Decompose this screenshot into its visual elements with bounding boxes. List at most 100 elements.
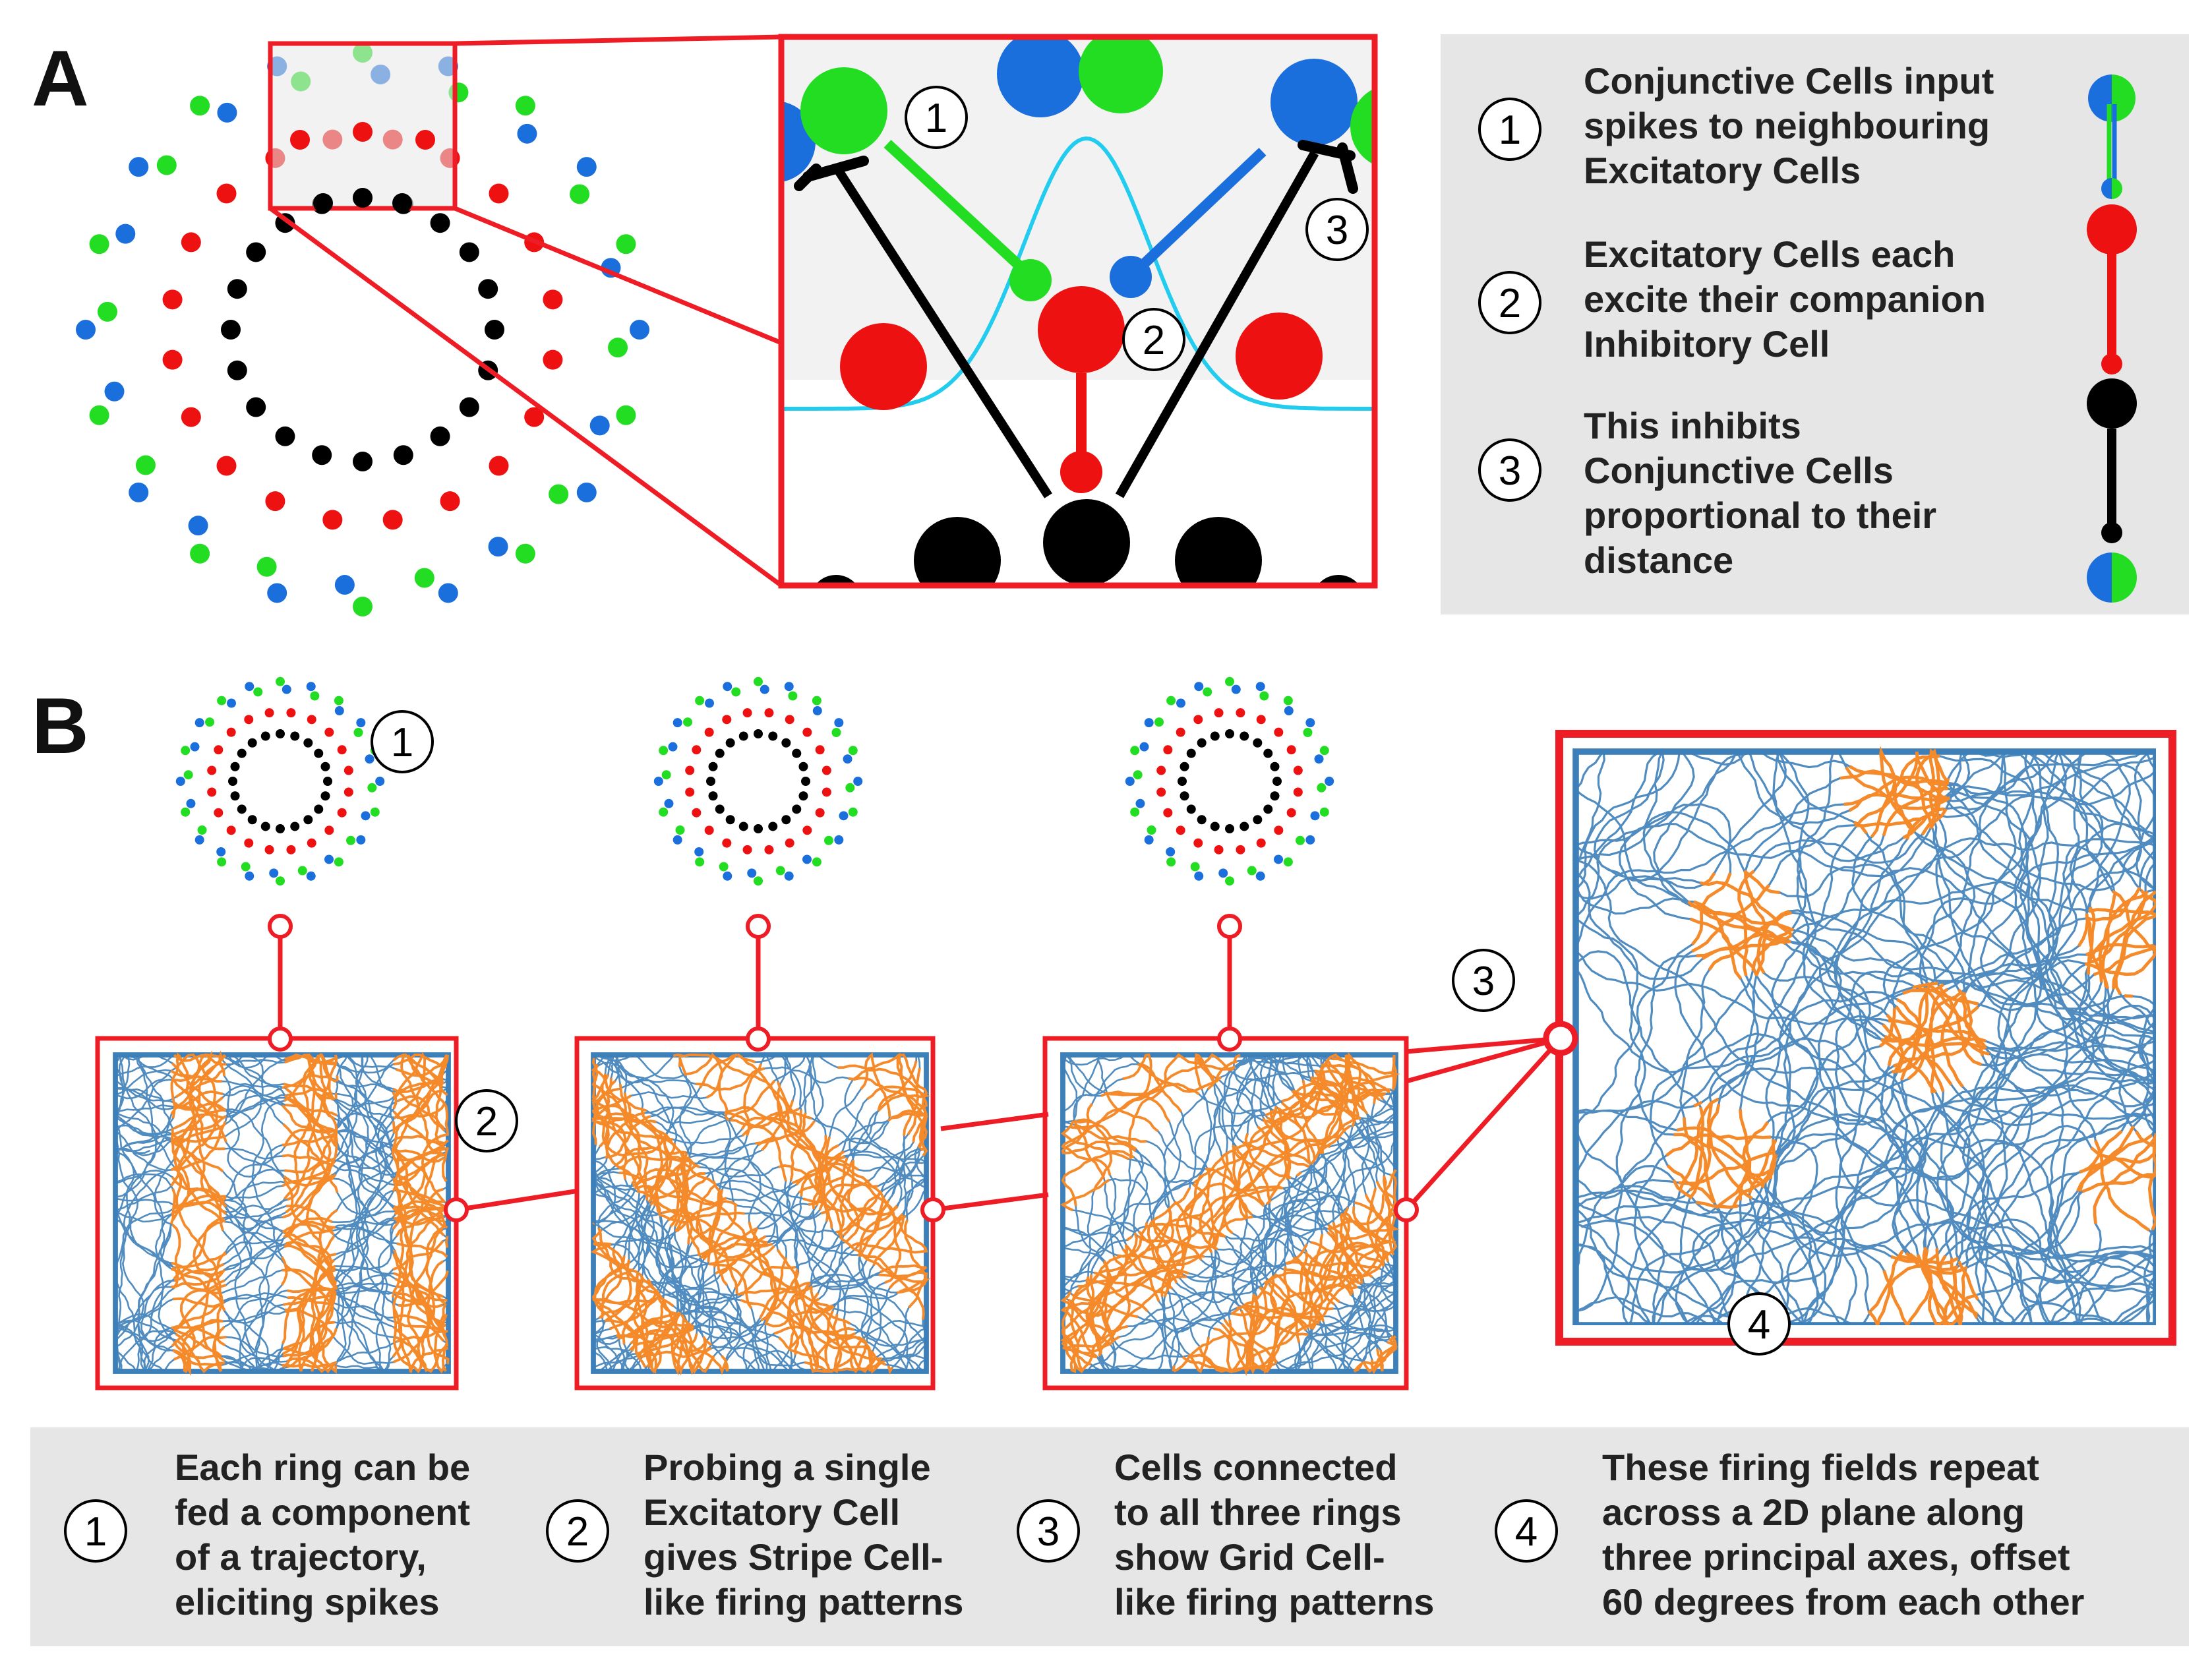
conjunctive-cell-dot (310, 691, 320, 701)
zoom-connector-right (454, 206, 783, 345)
legend-number-badge: 3 (1017, 1499, 1080, 1563)
b-badge-4: 4 (1727, 1292, 1791, 1356)
conjunctive-cell-dot (1130, 746, 1140, 756)
conjunctive-cell-dot (1255, 871, 1265, 881)
conjunctive-cell-dot (784, 871, 794, 881)
excitatory-cell-dot (214, 808, 224, 818)
inhibitory-cell-dot (1210, 821, 1220, 831)
stripe-cell-plot-antidiagonal (1042, 1036, 1409, 1390)
conjunctive-cell-dot (1166, 857, 1176, 867)
excitatory-cell-dot (264, 708, 274, 718)
conjunctive-cell-dot (190, 742, 200, 752)
inhibitory-cell-dot (725, 738, 735, 748)
b-badge-2: 2 (455, 1089, 518, 1152)
conjunctive-cell-dot (89, 405, 109, 425)
inhibitory-cell-dot (247, 738, 257, 748)
excitatory-cell-dot (344, 787, 353, 797)
zoom-connector-bottom (268, 206, 783, 587)
conjunctive-cell-dot (245, 682, 254, 692)
conjunctive-cell-dot (1259, 691, 1269, 701)
conjunctive-cell-dot (345, 835, 355, 845)
conjunctive-cell-dot (848, 746, 858, 756)
conjunctive-cell-dot (156, 155, 177, 175)
inhibitory-terminal-left (794, 156, 869, 191)
inhibitory-cell-dot (1272, 777, 1282, 786)
legend-a-pathway (2087, 75, 2137, 603)
conjunctive-cell-dot (1194, 871, 1204, 881)
excitatory-cell-dot (307, 838, 316, 848)
conjunctive-cell-dot (1305, 718, 1315, 728)
legend-b-text: across a 2D plane along (1602, 1491, 2025, 1533)
conjunctive-cell-dot (812, 696, 822, 705)
inhibitory-cell-dot (430, 213, 450, 233)
conjunctive-cell-dot (324, 854, 334, 864)
inhibitory-cell-dot (1225, 729, 1234, 738)
conjunctive-cell-dot (282, 684, 291, 694)
inhibitory-cell-dot (485, 320, 504, 340)
inhibitory-cell-dot (430, 426, 450, 446)
excitatory-cell-dot (226, 825, 236, 835)
legend-b-text: show Grid Cell- (1114, 1536, 1385, 1578)
legend-a-text: spikes to neighbouring (1584, 105, 1990, 146)
inhibitory-cell-dot (303, 738, 313, 748)
conjunctive-cell-dot (1133, 770, 1143, 780)
conjunctive-cell-dot (175, 777, 185, 786)
small-ring-network (175, 676, 385, 886)
inhibitory-cell-dot (708, 791, 718, 801)
conjunctive-cell-dot (653, 777, 663, 786)
legend-a-text: Conjunctive Cells (1584, 450, 1894, 491)
panel-b-connectors (278, 930, 1563, 1212)
conjunctive-cell-green (1079, 37, 1163, 113)
conjunctive-cell-dot (683, 717, 693, 727)
excitatory-cell-dot (226, 727, 236, 737)
svg-text:4: 4 (1748, 1302, 1770, 1348)
small-ring-network (1125, 676, 1334, 886)
conjunctive-cell-dot (723, 682, 732, 692)
conjunctive-cell-dot (839, 811, 849, 821)
excitatory-cell-dot (415, 130, 435, 150)
excitatory-cell-dot (244, 715, 254, 725)
conjunctive-cell-dot (245, 871, 254, 881)
conjunctive-cell-dot (1139, 742, 1149, 752)
conjunctive-cell-dot (181, 807, 191, 817)
excitatory-cell-dot (1256, 838, 1266, 848)
svg-text:2: 2 (566, 1509, 589, 1555)
inhibitory-cell (914, 517, 1001, 585)
inhibitory-cell-dot (392, 193, 412, 213)
conjunctive-cell-dot (217, 696, 227, 705)
zoom-region-dots (290, 122, 435, 213)
inhibitory-cell-dot (768, 821, 778, 831)
conjunctive-cell-dot (205, 717, 215, 727)
excitatory-cell-dot (307, 715, 316, 725)
conjunctive-cell-dot (269, 868, 279, 878)
panel-label-a: A (32, 34, 89, 123)
excitatory-cell-dot (1163, 808, 1173, 818)
inhibitory-cell-dot (798, 761, 808, 771)
svg-text:1: 1 (925, 96, 947, 141)
excitatory-cell-dot (244, 838, 254, 848)
inhibitory-cell-dot (353, 452, 373, 471)
spike-trace (590, 1052, 931, 1376)
conjunctive-cell-dot (256, 556, 277, 577)
conjunctive-cell-dot (570, 184, 590, 204)
conjunctive-cell-dot (675, 825, 685, 835)
svg-text:4: 4 (1515, 1509, 1538, 1555)
inhibitory-cell-dot (237, 804, 247, 814)
conjunctive-cell-dot (334, 857, 344, 867)
inhibitory-cell-dot (290, 731, 300, 741)
zoom-inset-frame (778, 34, 1378, 589)
excitatory-cell-dot (290, 130, 310, 150)
excitatory-cell-dot (785, 838, 794, 848)
legend-b-text: 60 degrees from each other (1602, 1581, 2084, 1623)
conjunctive-cell-dot (353, 728, 363, 738)
excitatory-cell-dot (1293, 787, 1303, 797)
excitatory-cell-dot (1214, 708, 1224, 718)
zoom-connector-top (454, 34, 782, 46)
conjunctive-cell-dot (1314, 754, 1324, 764)
excitatory-cell-dot (216, 183, 237, 204)
excitatory-cell-dot (1236, 708, 1245, 718)
excitatory-cell-dot (692, 808, 702, 818)
legend-a-text: Excitatory Cells (1584, 150, 1861, 191)
excitatory-cell-dot (764, 845, 774, 854)
conjunctive-cell-dot (1144, 835, 1154, 845)
